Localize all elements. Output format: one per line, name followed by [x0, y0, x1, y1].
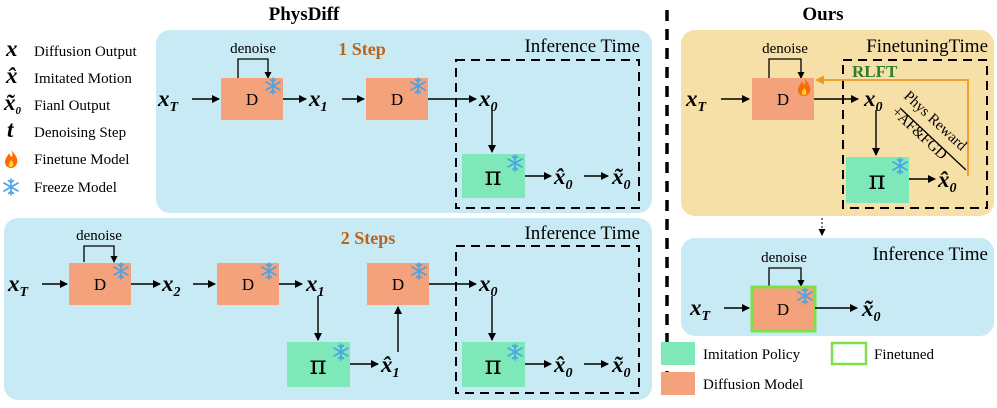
section-label-inference-ours: Inference Time: [872, 244, 988, 265]
panel-ours-inference: Inference Time denoise xT D x̃0: [681, 238, 994, 336]
legend-symbol-x: x: [5, 36, 18, 61]
denoise-loop-ours-inf: [768, 267, 805, 287]
diffusion-label-p2c: D: [392, 275, 404, 294]
denoise-label-1: denoise: [230, 41, 276, 57]
denoise-label-ours: denoise: [762, 41, 808, 57]
step-label-1: 1 Step: [338, 39, 386, 59]
legend-text-finetuned: Finetuned: [874, 347, 934, 363]
physdiff-title: PhysDiff: [269, 4, 340, 25]
legend-swatch-diffusion-model: [661, 372, 695, 395]
legend-swatch-finetuned: [830, 341, 868, 366]
section-label-inference-1: Inference Time: [524, 36, 640, 57]
rlft-feedback-arrow: [815, 75, 969, 176]
legend-symbol-xhat: x̂: [5, 63, 18, 88]
denoise-loop-1: [237, 58, 272, 79]
diffusion-label-p1a: D: [246, 90, 258, 109]
panel-one-step-bg: [156, 30, 652, 213]
legend-swatch-imitation-policy: [661, 342, 695, 365]
inference-dashed-box-1: [455, 59, 640, 209]
denoise-label-2: denoise: [76, 228, 122, 244]
diffusion-label-p2a: D: [94, 275, 106, 294]
legend-text-diffusion-output: Diffusion Output: [34, 44, 137, 60]
diffusion-label-p1b: D: [391, 90, 403, 109]
diffusion-label-ours-inf: D: [777, 300, 789, 319]
rlft-label: RLFT: [852, 62, 898, 81]
denoise-loop-2: [83, 245, 118, 263]
denoise-label-ours-inf: denoise: [761, 250, 807, 266]
section-label-inference-2: Inference Time: [524, 223, 640, 244]
panel-two-steps: 2 Steps Inference Time denoise xT D x2 D…: [4, 218, 652, 400]
section-label-finetuning: FinetuningTime: [866, 36, 988, 57]
diffusion-label-p2b: D: [242, 275, 254, 294]
inference-dashed-box-2: [455, 245, 640, 394]
legend-text-finetune-model: Finetune Model: [34, 152, 129, 168]
legend-symbol-t: t: [7, 117, 14, 142]
ours-title: Ours: [802, 4, 843, 25]
reward-line: [899, 107, 967, 171]
step-label-2: 2 Steps: [341, 228, 396, 248]
finetuning-dashed-box: [842, 59, 988, 209]
snowflake-icon: [3, 178, 19, 196]
legend-symbol-xtilde0: x̃0: [3, 90, 22, 117]
policy-label-p2b: π: [484, 351, 501, 381]
denoise-loop-ours: [768, 58, 805, 79]
policy-box-p2a: [287, 342, 350, 387]
legend-text-final-output: Fianl Output: [34, 98, 111, 114]
legend-text-imitation-policy: Imitation Policy: [703, 347, 801, 363]
diffusion-label-ours: D: [777, 90, 789, 109]
legend-text-denoising-step: Denoising Step: [34, 125, 126, 141]
panel-ours-finetuning: FinetuningTime denoise xT D x0 RLFT Phys…: [681, 30, 994, 216]
policy-label-ours: π: [868, 166, 885, 196]
legend-text-freeze-model: Freeze Model: [34, 180, 117, 196]
policy-label-p2a: π: [309, 351, 326, 381]
policy-label-p1: π: [484, 162, 501, 192]
legend-bottom: Imitation Policy Finetuned Diffusion Mod…: [661, 341, 934, 395]
fire-icon: [5, 150, 18, 168]
legend-text-diffusion-model: Diffusion Model: [703, 377, 803, 393]
panel-ours-finetuning-bg: [681, 30, 994, 216]
legend-left: x Diffusion Output x̂ Imitated Motion x̃…: [3, 36, 137, 196]
legend-text-imitated-motion: Imitated Motion: [34, 71, 132, 87]
panel-one-step: 1 Step Inference Time denoise xT D x1 D …: [156, 30, 652, 213]
